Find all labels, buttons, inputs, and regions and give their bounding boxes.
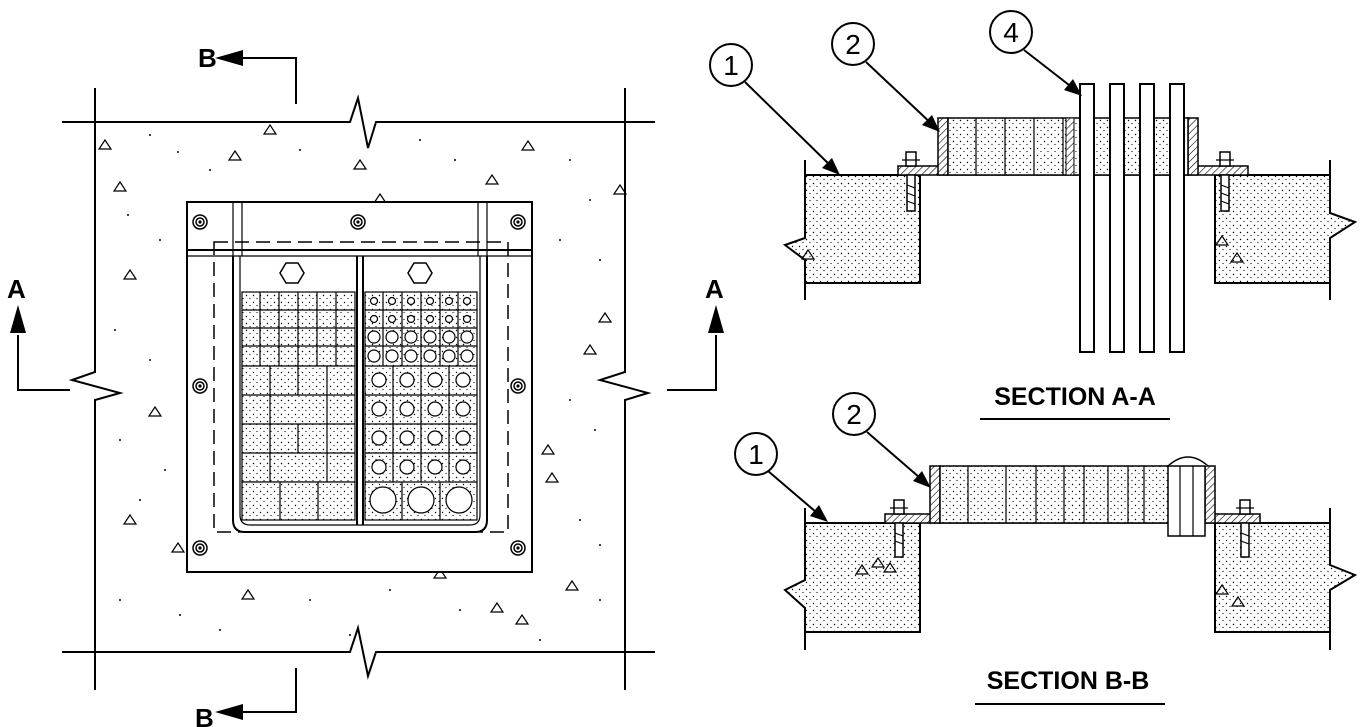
slab-left — [782, 174, 921, 284]
slab-bottom-edge — [62, 624, 655, 680]
frame-opening-dashed — [213, 241, 509, 533]
section-b-b: 1 2 SECTION B-B — [734, 392, 1358, 705]
slab-right — [1214, 522, 1358, 633]
callout-2-label: 2 — [846, 399, 862, 430]
callout-4: 4 — [989, 10, 1082, 96]
section-marker-top: B — [198, 43, 297, 104]
callout-2: 2 — [831, 22, 940, 132]
anchor-bolt-icon — [1236, 499, 1254, 558]
concrete-stipple — [98, 124, 627, 641]
section-a-a: 1 2 4 SECTION A-A — [709, 10, 1358, 420]
section-marker-bottom: B — [195, 668, 297, 727]
cables — [1079, 83, 1185, 353]
bolt-icon — [510, 540, 526, 556]
section-marker-left: A — [7, 274, 70, 391]
bolt-icon — [192, 540, 208, 556]
compression-nut-icon — [279, 262, 305, 284]
slab-left — [783, 522, 921, 633]
anchor-bolt-icon — [890, 499, 908, 558]
slab-right — [1214, 174, 1358, 284]
callout-2: 2 — [832, 392, 931, 488]
anchor-bolt-icon — [1216, 151, 1234, 212]
callout-1-label: 1 — [748, 439, 764, 470]
compression-bolt-icon — [1167, 465, 1206, 537]
callout-4-label: 4 — [1003, 17, 1019, 48]
section-marker-top-label: B — [198, 43, 217, 73]
bolt-icon — [192, 378, 208, 394]
callout-1: 1 — [734, 432, 828, 522]
module-packing — [939, 465, 1171, 524]
callout-1: 1 — [709, 43, 840, 175]
bolt-icon — [510, 378, 526, 394]
section-marker-bottom-label: B — [195, 703, 214, 727]
bolt-icon — [510, 214, 526, 230]
section-marker-right: A — [667, 274, 724, 391]
bolt-icon — [192, 214, 208, 230]
module-frame — [232, 256, 488, 533]
right-module-blocks — [364, 291, 478, 521]
anchor-bolt-icon — [902, 151, 920, 212]
plan-view: B B A A — [7, 43, 724, 727]
section-marker-right-label: A — [705, 274, 724, 304]
callout-2-label: 2 — [845, 29, 861, 60]
compression-nut-icon — [407, 262, 433, 284]
left-module-blocks — [241, 291, 356, 521]
slab-left-edge — [68, 88, 124, 690]
section-a-title: SECTION A-A — [994, 383, 1156, 411]
bolt-icon — [350, 214, 366, 230]
section-b-title: SECTION B-B — [987, 667, 1150, 695]
slab-top-edge — [62, 94, 655, 149]
callout-1-label: 1 — [723, 50, 739, 81]
slab-right-edge — [596, 88, 652, 690]
section-marker-left-label: A — [7, 274, 26, 304]
